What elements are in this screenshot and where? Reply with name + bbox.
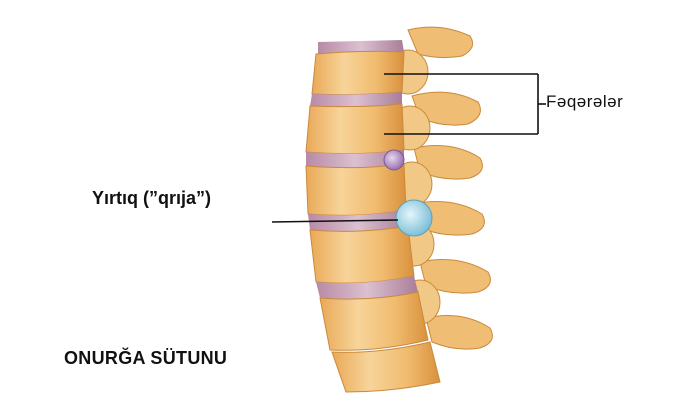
leader-lines [271, 73, 546, 223]
hernia-small [383, 149, 405, 171]
hernia-label: Yırtıq (”qrıja”) [92, 188, 212, 208]
disc [318, 40, 404, 54]
disc [310, 92, 402, 107]
diagram-title: ONURĞA SÜTUNU [64, 348, 228, 368]
vertebra [309, 225, 415, 284]
hernia-large [395, 199, 433, 237]
vertebra [305, 163, 407, 216]
vertebral-column [305, 40, 441, 393]
spinous-processes [407, 26, 493, 350]
vertebra [305, 103, 405, 155]
vertebra [311, 50, 405, 96]
vertebra [319, 291, 429, 351]
disc [316, 276, 418, 300]
sacrum [331, 341, 441, 393]
vertebrae-label: Fəqərələr [546, 92, 624, 111]
disc [306, 150, 404, 168]
